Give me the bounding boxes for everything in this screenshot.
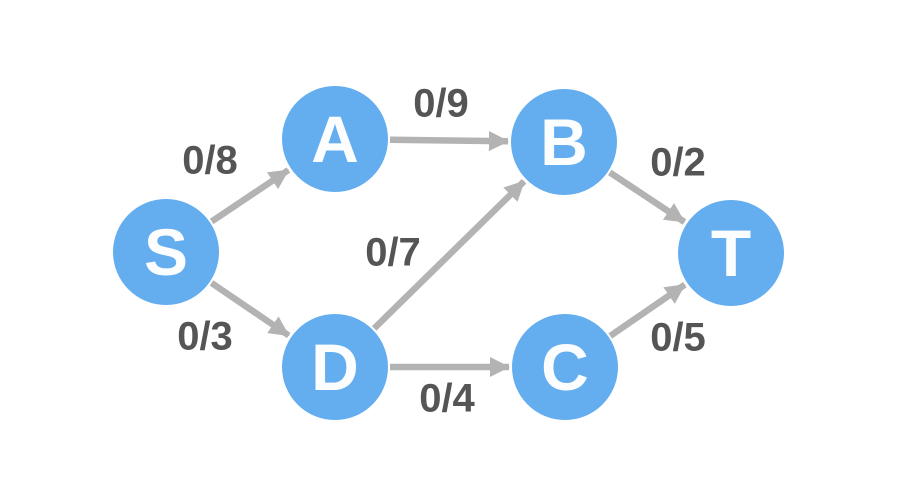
edge-S-A-arrow (209, 167, 291, 225)
edge-D-B-arrow (371, 178, 527, 331)
edge-A-B-arrow (389, 130, 510, 152)
node-D-label: D (311, 330, 359, 404)
node-A: A (282, 86, 388, 192)
edge-S-A-capacity-label: 0/8 (182, 138, 238, 183)
edge-S-D-capacity-label: 0/3 (177, 314, 233, 359)
edge-C-T-capacity-label: 0/5 (650, 315, 706, 360)
edge-S-D-arrow (209, 280, 291, 339)
node-C-label: C (541, 330, 589, 404)
node-S: S (113, 199, 219, 305)
node-T-label: T (710, 216, 752, 290)
node-S-label: S (143, 215, 189, 289)
node-T: T (678, 200, 784, 306)
node-A-label: A (311, 102, 359, 176)
edge-A-B-capacity-label: 0/9 (413, 81, 469, 126)
node-D: D (282, 314, 388, 420)
node-C: C (512, 314, 618, 420)
edge-C-T-arrow (608, 282, 687, 339)
edge-D-C-capacity-label: 0/4 (419, 376, 475, 421)
edge-B-T-capacity-label: 0/2 (650, 140, 706, 185)
edge-B-T-arrow (608, 169, 687, 225)
node-B: B (511, 89, 617, 195)
node-B-label: B (540, 105, 588, 179)
edge-D-B-capacity-label: 0/7 (365, 230, 421, 275)
